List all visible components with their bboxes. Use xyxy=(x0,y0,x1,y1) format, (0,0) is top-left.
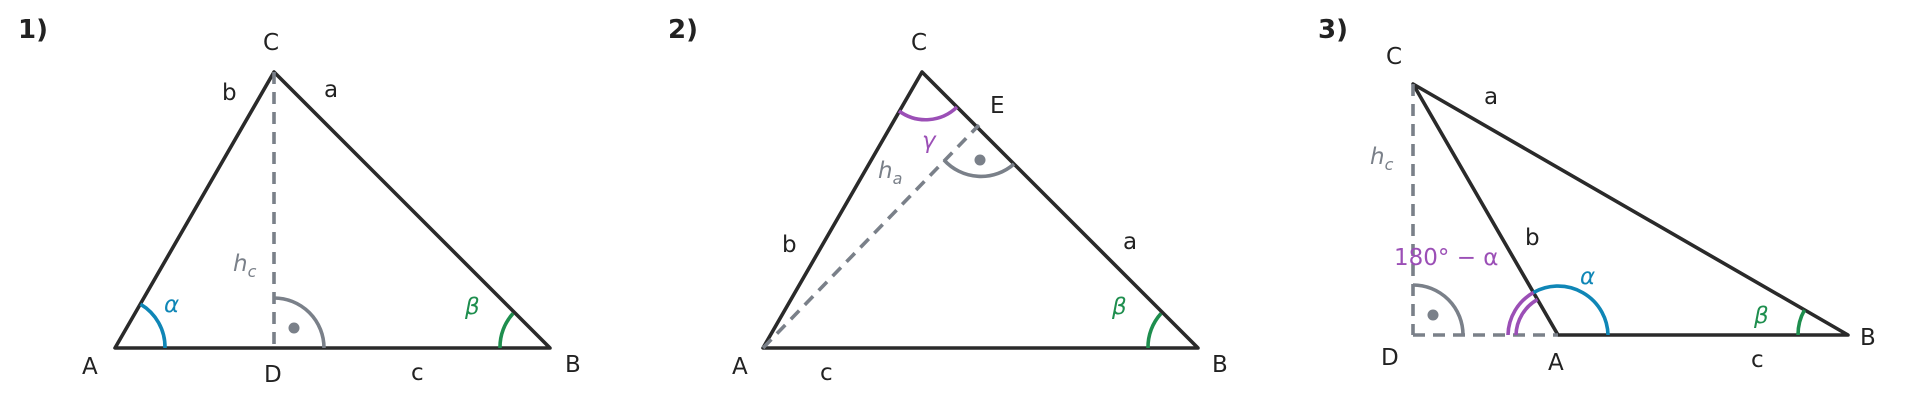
panel-1-alpha-label: α xyxy=(164,292,179,318)
panel-1-side-a: a xyxy=(324,77,338,103)
panel-2-right-angle-mark xyxy=(942,158,1016,179)
panel-1-vertex-D: D xyxy=(264,362,282,388)
panel-2-beta-arc xyxy=(1146,312,1163,349)
panel-2-vertex-E: E xyxy=(990,93,1005,119)
panel-2-right-angle-dot xyxy=(974,154,986,166)
panel-1-vertex-C: C xyxy=(263,30,279,56)
panel-2-vertex-B: B xyxy=(1212,352,1228,378)
panel-2-beta-label: β xyxy=(1111,294,1127,320)
panel-1: 1) A B C D b a c hc α β xyxy=(18,15,581,388)
panel-1-vertex-B: B xyxy=(565,352,581,378)
panel-3-side-a: a xyxy=(1484,84,1498,110)
panel-3-supplement-arc-outer xyxy=(1506,290,1535,336)
panel-3-right-angle-dot xyxy=(1427,309,1439,321)
panel-2-vertex-C: C xyxy=(911,30,927,56)
panel-2-side-c: c xyxy=(820,360,833,386)
panel-2-side-b: b xyxy=(782,232,797,258)
panel-3-vertex-C: C xyxy=(1386,44,1402,70)
panel-2-height-ha xyxy=(761,123,981,350)
panel-3-right-angle-mark xyxy=(1412,283,1465,336)
panel-1-vertex-A: A xyxy=(82,354,98,380)
panel-1-beta-label: β xyxy=(464,294,480,320)
panel-1-height-label: hc xyxy=(233,251,257,281)
panel-3: 3) A B C D a b c hc 180° − α α β xyxy=(1318,15,1876,376)
panel-3-supplement-label: 180° − α xyxy=(1394,245,1498,271)
panel-1-triangle xyxy=(113,70,552,350)
panel-3-number: 3) xyxy=(1318,15,1348,45)
panel-3-vertex-D: D xyxy=(1381,345,1399,371)
panel-3-side-b: b xyxy=(1525,225,1540,251)
panel-3-height-label: hc xyxy=(1370,144,1394,174)
panel-2-vertex-A: A xyxy=(732,354,748,380)
panel-1-right-angle-dot xyxy=(288,322,300,334)
panel-3-vertex-A: A xyxy=(1548,350,1564,376)
panel-3-beta-arc xyxy=(1796,309,1807,336)
panel-1-beta-arc xyxy=(498,312,515,349)
panel-3-triangle xyxy=(1411,82,1850,337)
panel-3-vertex-B: B xyxy=(1860,325,1876,351)
panel-2-gamma-arc xyxy=(897,105,959,122)
panel-1-side-b: b xyxy=(222,80,237,106)
panel-3-beta-label: β xyxy=(1753,303,1769,329)
panel-1-alpha-arc xyxy=(139,302,167,349)
panel-3-alpha-arc xyxy=(1532,284,1610,336)
panel-3-side-c: c xyxy=(1751,347,1764,373)
panel-1-right-angle-mark xyxy=(273,296,326,349)
panel-2-triangle xyxy=(761,70,1200,350)
panel-3-alpha-label: α xyxy=(1580,264,1595,290)
panel-1-number: 1) xyxy=(18,15,48,45)
panel-2-number: 2) xyxy=(668,15,698,45)
panel-1-side-c: c xyxy=(411,360,424,386)
panel-3-supplement-arc-inner xyxy=(1514,297,1539,336)
panel-2-height-label: ha xyxy=(878,158,902,188)
panel-2: 2) A B C E b a c ha γ β xyxy=(668,15,1228,386)
panel-2-side-a: a xyxy=(1123,229,1137,255)
panel-2-gamma-label: γ xyxy=(922,128,937,154)
